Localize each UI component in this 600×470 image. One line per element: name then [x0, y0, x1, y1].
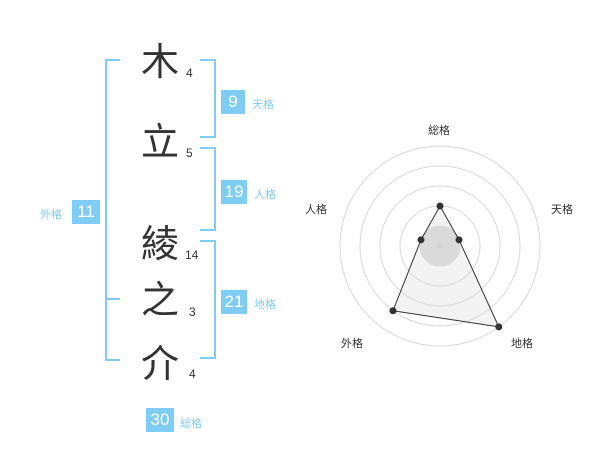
- name-char-2: 立: [140, 120, 179, 164]
- soukaku-label: 総格: [180, 417, 202, 430]
- radar-point-4: [417, 236, 425, 244]
- chikaku-bracket: [200, 240, 216, 359]
- radar-point-3: [389, 307, 397, 315]
- radar-point-1: [455, 236, 463, 244]
- radar-point-2: [495, 323, 503, 331]
- name-char-5: 介: [140, 342, 179, 386]
- chikaku-value: 21: [221, 290, 247, 314]
- stroke-count-3: 14: [185, 248, 199, 262]
- chikaku-label: 地格: [254, 298, 276, 311]
- radar-ring-4: [359, 165, 521, 327]
- tenkaku-bracket: [200, 59, 216, 138]
- radar-axis-label-3: 外格: [341, 337, 363, 350]
- stroke-count-2: 5: [186, 146, 193, 160]
- radar-center: [437, 243, 443, 249]
- radar-ring-3: [379, 185, 501, 307]
- stroke-count-4: 3: [189, 305, 196, 319]
- tenkaku-value: 9: [221, 90, 245, 114]
- radar-axis-label-4: 人格: [305, 203, 327, 216]
- jinkaku-bracket: [200, 147, 216, 231]
- gaikaku-value: 11: [72, 200, 100, 224]
- jinkaku-value: 19: [221, 180, 247, 204]
- stroke-count-1: 4: [186, 66, 193, 80]
- gaikaku-bracket: [105, 59, 120, 361]
- soukaku-value: 30: [146, 408, 174, 432]
- radar-axis-label-2: 地格: [511, 337, 533, 350]
- radar-point-0: [436, 202, 444, 210]
- stroke-count-5: 4: [189, 367, 196, 381]
- radar-axis-label-1: 天格: [551, 203, 573, 216]
- radar-ring-5: [339, 145, 541, 347]
- name-char-4: 之: [140, 278, 179, 322]
- jinkaku-label: 人格: [254, 188, 276, 201]
- radar-polygon: [392, 204, 500, 328]
- name-char-3: 綾: [140, 222, 179, 266]
- tenkaku-label: 天格: [252, 98, 274, 111]
- name-char-1: 木: [140, 40, 179, 84]
- gaikaku-label: 外格: [40, 208, 62, 221]
- radar-axis-label-0: 総格: [428, 124, 450, 137]
